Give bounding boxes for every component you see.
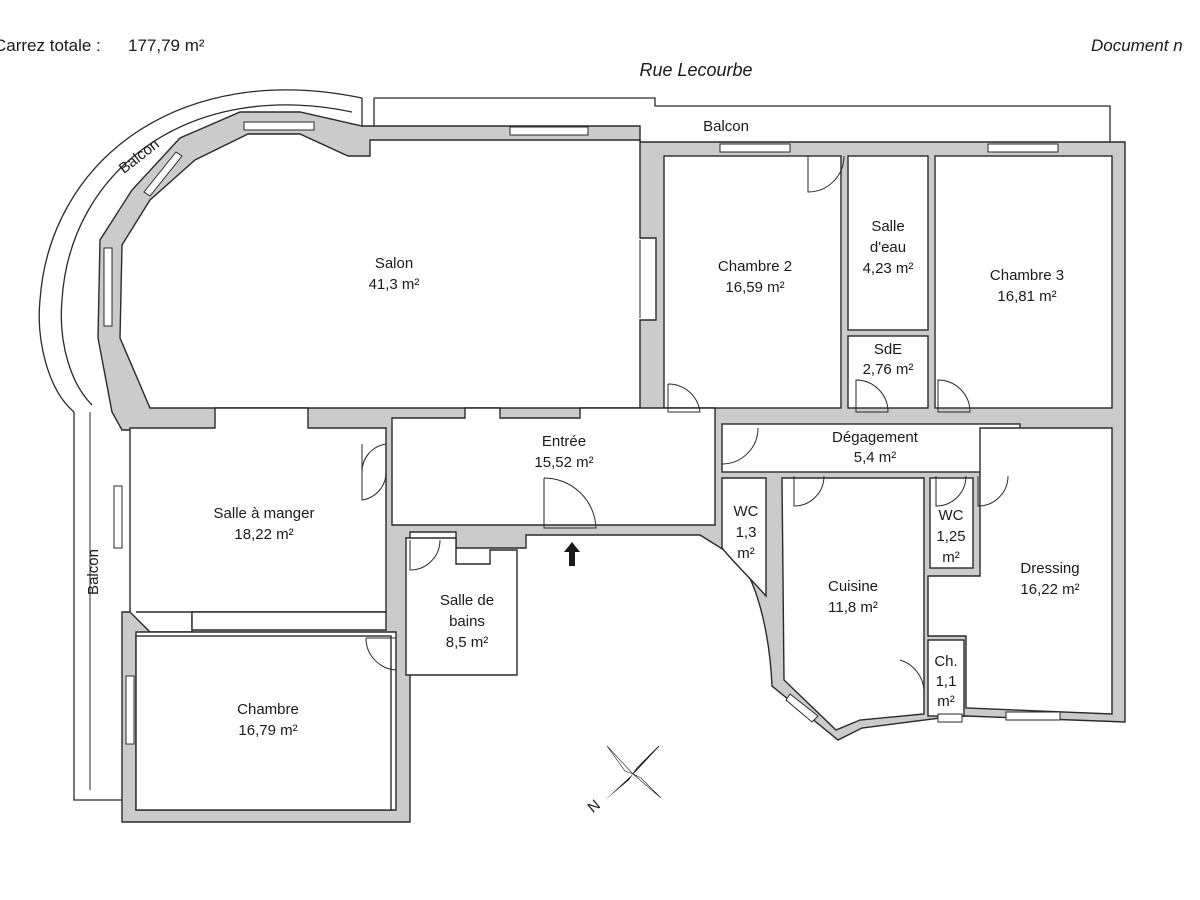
- compass-north-label: N: [584, 797, 603, 817]
- degagement-name: Dégagement: [832, 429, 919, 446]
- balcony-top: [373, 97, 1111, 142]
- chambre-area: 16,79 m²: [238, 722, 297, 739]
- street-name: Rue Lecourbe: [639, 60, 752, 80]
- salle-bains-line1: Salle de: [440, 592, 494, 609]
- room-salon: [119, 133, 657, 409]
- room-chambre-3: [934, 155, 1113, 409]
- salon-opening: [639, 240, 657, 318]
- room-entree: [391, 407, 716, 526]
- total-area-value: 177,79 m²: [128, 36, 205, 55]
- balcony-left-label: Balcon: [85, 549, 102, 595]
- doors: [361, 155, 1009, 691]
- ch-unit: m²: [937, 693, 955, 710]
- salle-eau-line1: Salle: [871, 218, 904, 235]
- salle-eau-area: 4,23 m²: [863, 260, 914, 277]
- room-salle-manger: [129, 407, 387, 633]
- room-wc-1: [721, 477, 767, 598]
- cuisine-area: 11,8 m²: [828, 599, 878, 616]
- room-salle-bains: [405, 537, 518, 676]
- wc-2-unit: m²: [942, 549, 960, 566]
- wc-1-unit: m²: [737, 545, 755, 562]
- salle-eau-line2: d'eau: [870, 239, 906, 256]
- room-cuisine: [781, 477, 925, 731]
- salle-bains-line2: bains: [449, 613, 485, 630]
- dressing-area: 16,22 m²: [1020, 581, 1079, 598]
- sde-name: SdE: [874, 341, 902, 358]
- chambre-3-area: 16,81 m²: [997, 288, 1056, 305]
- document-note: Document n: [1091, 36, 1183, 55]
- balcony-left: [73, 412, 130, 801]
- wc-2-area: 1,25: [936, 528, 965, 545]
- room-wc-2: [929, 477, 974, 569]
- entrance-arrow-icon: [564, 542, 580, 566]
- room-dressing: [927, 427, 1113, 715]
- cuisine-name: Cuisine: [828, 578, 878, 595]
- room-chambre-2: [663, 155, 842, 409]
- sde-area: 2,76 m²: [863, 361, 914, 378]
- dressing-name: Dressing: [1020, 560, 1079, 577]
- salon-area: 41,3 m²: [369, 276, 420, 293]
- salle-bains-area: 8,5 m²: [446, 634, 489, 651]
- room-ch: [927, 639, 965, 717]
- ch-area: 1,1: [936, 673, 957, 690]
- windows: [103, 121, 1061, 745]
- room-salle-eau: [847, 155, 929, 331]
- salle-manger-name: Salle à manger: [214, 505, 315, 522]
- balcony-arc: [38, 89, 363, 413]
- chambre-2-name: Chambre 2: [718, 258, 792, 275]
- salon-name: Salon: [375, 255, 413, 272]
- salle-manger-area: 18,22 m²: [234, 526, 293, 543]
- entree-name: Entrée: [542, 433, 586, 450]
- compass-rose-icon: N: [584, 745, 662, 817]
- wc-1-name: WC: [734, 503, 759, 520]
- wc-1-area: 1,3: [736, 524, 757, 541]
- balcony-top-label: Balcon: [703, 118, 749, 135]
- room-degagement: [721, 423, 1021, 473]
- room-chambre-body: [135, 635, 392, 811]
- total-area-label: Carrez totale :: [0, 36, 101, 55]
- entree-area: 15,52 m²: [534, 454, 593, 471]
- chambre-name: Chambre: [237, 701, 299, 718]
- chambre-2-area: 16,59 m²: [725, 279, 784, 296]
- degagement-area: 5,4 m²: [854, 449, 897, 466]
- ch-name: Ch.: [934, 653, 957, 670]
- wc-2-name: WC: [939, 507, 964, 524]
- room-sde: [847, 335, 929, 409]
- chambre-3-name: Chambre 3: [990, 267, 1064, 284]
